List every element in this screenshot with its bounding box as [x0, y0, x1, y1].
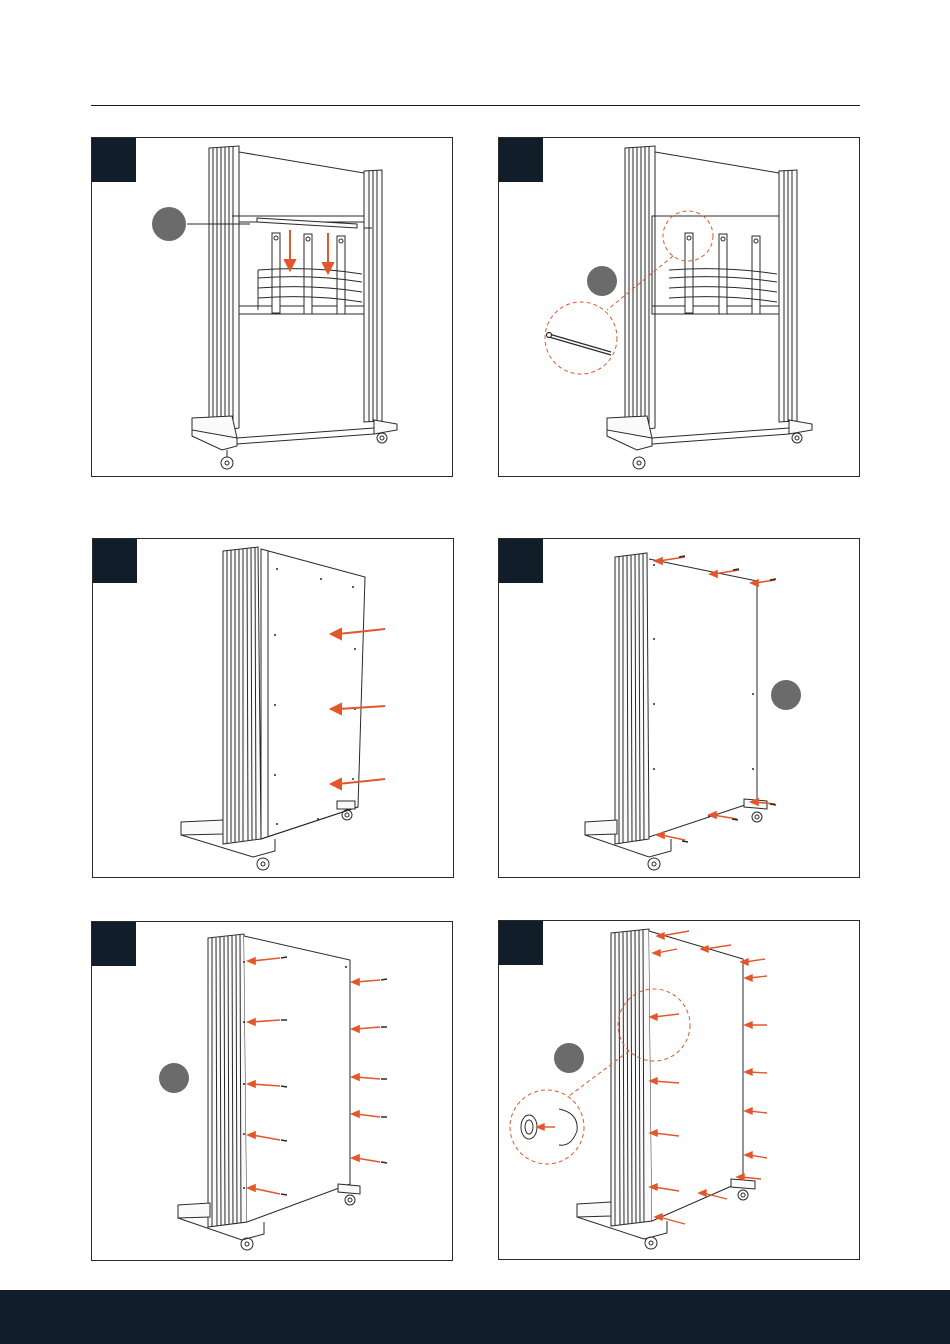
step-panel-4 — [498, 538, 860, 878]
step-panel-2 — [498, 137, 860, 477]
step-tab-5 — [92, 922, 136, 966]
illustration-step-6 — [499, 921, 860, 1260]
header-rule — [91, 105, 860, 106]
step-panel-3 — [92, 538, 454, 878]
step-panel-6 — [498, 920, 860, 1260]
callout-circle — [554, 1043, 584, 1073]
footer-band — [0, 1290, 950, 1344]
callout-circle — [587, 266, 617, 296]
step-panel-1 — [91, 137, 453, 477]
step-panel-5 — [91, 921, 453, 1261]
step-tab-6 — [499, 921, 543, 965]
step-tab-4 — [499, 539, 543, 583]
illustration-step-3 — [93, 539, 454, 878]
illustration-step-2 — [499, 138, 860, 477]
callout-circle — [771, 680, 801, 710]
step-tab-1 — [92, 138, 136, 182]
callout-circle — [159, 1063, 189, 1093]
illustration-step-5 — [92, 922, 453, 1261]
step-tab-3 — [93, 539, 137, 583]
step-tab-2 — [499, 138, 543, 182]
illustration-step-4 — [499, 539, 860, 878]
callout-circle — [152, 207, 186, 241]
illustration-step-1 — [92, 138, 453, 477]
